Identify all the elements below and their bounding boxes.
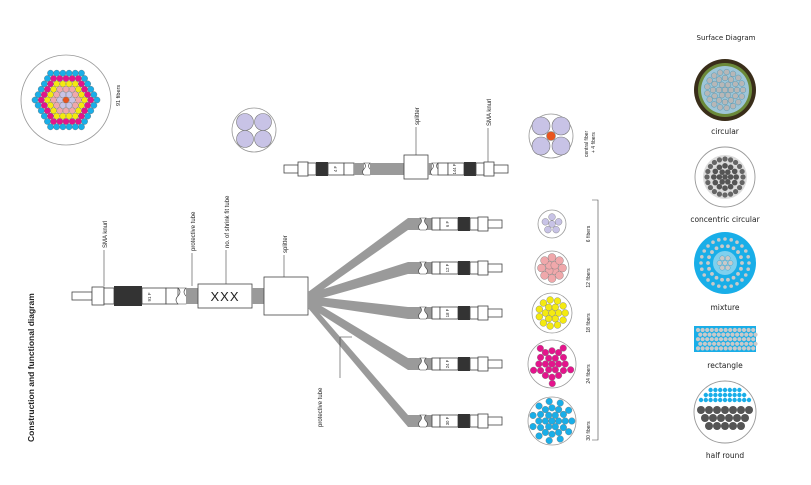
branch-cross-sections xyxy=(527,209,577,446)
surface-diagram-title: Surface Diagram xyxy=(697,34,756,42)
surface-mixture-label: mixture xyxy=(710,303,739,312)
cross-section-4 xyxy=(231,107,277,153)
branch-tube xyxy=(308,298,408,370)
branch-connectors: 6 F 6 fibers 12 F 12 fibers 18 F 18 fibers 24 … xyxy=(431,216,592,441)
main-trunk: 91 F XXX xyxy=(71,276,309,316)
ferrule-label: 24 F xyxy=(445,359,450,368)
branch-tube xyxy=(308,296,408,319)
splitter-top-label: splitter xyxy=(415,107,421,125)
ferrule-label: 30 F xyxy=(445,416,450,425)
sma-knurl-top-label: SMA knurl xyxy=(487,99,493,126)
main-splitter xyxy=(263,276,309,316)
sma-knurl-left-label: SMA knurl xyxy=(103,221,109,248)
surface-circular xyxy=(694,59,756,121)
surface-half-round xyxy=(693,380,757,444)
surface-rectangle-label: rectangle xyxy=(707,361,743,370)
surface-rectangle xyxy=(694,326,758,352)
diagram-title: Construction and functional diagram xyxy=(26,293,36,442)
shrink-tube-label: no. of shrink fit tube xyxy=(225,195,231,248)
top-branch: 4 F 144 F xyxy=(283,154,509,180)
shrink-tube-text: XXX xyxy=(210,289,239,304)
branch-tube xyxy=(308,218,408,300)
ferrule-91f: 91 F xyxy=(147,292,152,301)
surface-concentric-label: concentric circular xyxy=(690,215,760,224)
ferrule-label: 12 F xyxy=(445,263,450,272)
splitter-main-label: splitter xyxy=(283,235,289,253)
cross-section-91 xyxy=(20,54,112,146)
ferrule-4f: 4 F xyxy=(333,166,338,172)
surface-concentric xyxy=(694,146,756,208)
protective-tube-top-label: protective tube xyxy=(191,211,197,251)
branch-tube xyxy=(308,262,408,302)
ferrule-label: 6 F xyxy=(445,221,450,227)
protective-tube-bottom-label: protective tube xyxy=(318,387,324,427)
ferrule-144f: 144 F xyxy=(452,163,457,174)
fiber-count-label: 12 fibers xyxy=(586,268,592,288)
fiber-count-label: 18 fibers xyxy=(586,313,592,333)
fiber-count-label: 24 fibers xyxy=(586,364,592,384)
central-fiber-label-2: + 4 fibers xyxy=(591,132,597,153)
cross-section-central-4 xyxy=(528,113,574,159)
fiber-count-label: 6 fibers xyxy=(586,225,592,242)
surface-half-round-label: half round xyxy=(706,451,744,460)
branch-tube xyxy=(308,300,408,427)
fiber-count-label: 30 fibers xyxy=(586,421,592,441)
surface-circular-label: circular xyxy=(711,127,740,136)
central-fiber-label: central fiber xyxy=(584,131,590,157)
fibers-91-label: 91 fibers xyxy=(116,85,122,106)
branch-tubes xyxy=(308,217,432,428)
ferrule-label: 18 F xyxy=(445,308,450,317)
surface-mixture xyxy=(694,232,756,294)
top-splitter xyxy=(403,154,429,180)
